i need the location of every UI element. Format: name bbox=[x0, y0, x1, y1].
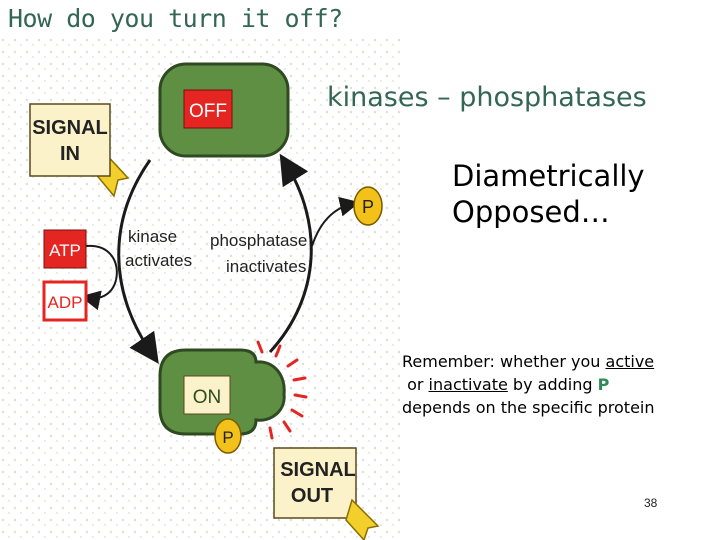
atp-box: ATP bbox=[43, 229, 87, 269]
phosphatase-label-2: inactivates bbox=[226, 257, 306, 276]
signal-out-arrow bbox=[345, 498, 380, 540]
adp-label: ADP bbox=[48, 293, 83, 312]
on-protein: ON P bbox=[158, 340, 308, 454]
on-label: ON bbox=[193, 387, 222, 408]
on-label-box bbox=[183, 375, 231, 415]
signal-in-label-1: SIGNAL bbox=[32, 117, 108, 139]
remember-or: or bbox=[407, 375, 429, 394]
remember-by-adding: by adding bbox=[507, 375, 598, 394]
phosphatase-arc-arrow bbox=[268, 153, 313, 354]
remember-note: Remember: whether you active or inactiva… bbox=[402, 350, 655, 419]
signal-out-label-1: SIGNAL bbox=[280, 459, 356, 481]
signal-out-label-2: OUT bbox=[291, 485, 333, 507]
off-label-box bbox=[183, 89, 233, 129]
bound-phosphate-label: P bbox=[222, 428, 233, 447]
released-phosphate-label: P bbox=[362, 197, 374, 217]
remember-line-3: depends on the specific protein bbox=[402, 398, 655, 417]
signal-in-label-2: IN bbox=[60, 143, 80, 165]
kinase-label-1: kinase bbox=[128, 227, 177, 246]
bound-phosphate bbox=[214, 418, 242, 454]
signal-in: SIGNAL IN bbox=[29, 103, 130, 198]
signal-out: SIGNAL OUT bbox=[273, 447, 380, 540]
active-word: active bbox=[605, 352, 655, 371]
phosphatase-label-1: phosphatase bbox=[210, 231, 307, 250]
kinase-label-2: activates bbox=[125, 251, 192, 270]
opposed-line-2: Opposed… bbox=[452, 195, 610, 229]
released-phosphate: P bbox=[353, 186, 383, 226]
signal-out-box bbox=[273, 447, 357, 519]
p-release-arrow bbox=[311, 196, 360, 247]
remember-line-2: or inactivate by adding P bbox=[402, 373, 655, 396]
atp-label: ATP bbox=[49, 241, 81, 260]
subtitle: kinases – phosphatases bbox=[327, 82, 647, 113]
adp-branch-arrow bbox=[80, 279, 117, 311]
kinase-arc-arrow bbox=[117, 159, 159, 364]
page-number: 38 bbox=[644, 496, 658, 510]
slide-title: How do you turn it off? bbox=[8, 4, 343, 33]
inactivate-word: inactivate bbox=[428, 375, 508, 394]
off-protein: OFF bbox=[158, 62, 290, 158]
remember-line-1: Remember: whether you active bbox=[402, 350, 655, 373]
off-label: OFF bbox=[189, 101, 227, 122]
opposed-line-1: Diametrically bbox=[452, 159, 645, 193]
phosphate-word: P bbox=[597, 375, 610, 394]
atp-branch-arrow bbox=[85, 244, 118, 281]
activity-rays bbox=[256, 340, 308, 440]
kinase-phosphatase-diagram: SIGNAL IN OFF ATP ADP kinase activates p… bbox=[0, 38, 400, 540]
diametrically-opposed: Diametrically Opposed… bbox=[452, 158, 645, 230]
remember-prefix: Remember: whether you bbox=[402, 352, 606, 371]
adp-box: ADP bbox=[42, 280, 88, 322]
signal-in-box bbox=[29, 103, 111, 177]
